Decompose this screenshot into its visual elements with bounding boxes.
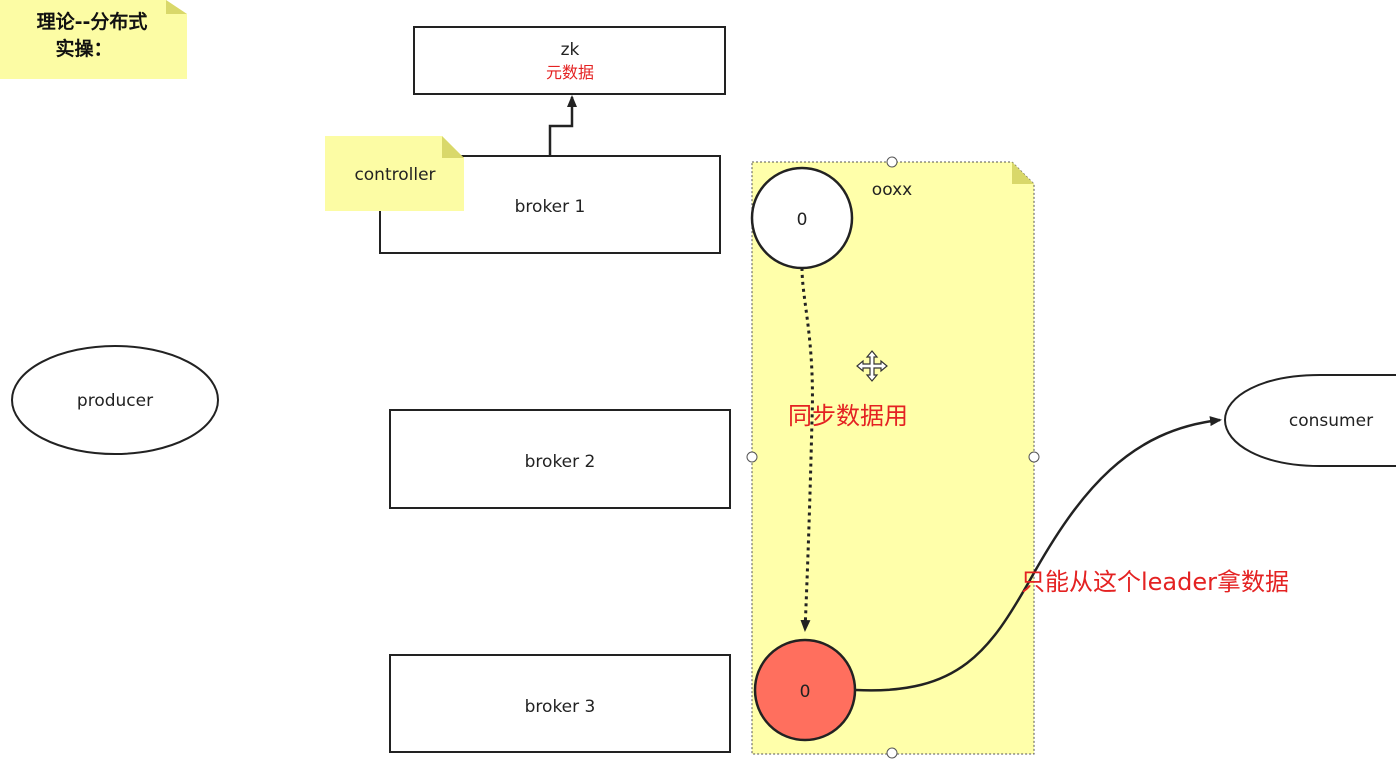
leader-to-consumer-arrow[interactable] — [855, 416, 1222, 692]
controller-note-body — [325, 136, 464, 211]
partition-leader[interactable]: 0 — [753, 638, 857, 742]
zk-box[interactable]: zk 元数据 — [413, 26, 726, 95]
move-cursor-icon — [856, 350, 888, 382]
title-note[interactable]: 理论--分布式 实操： — [0, 0, 187, 79]
zk-label: zk — [561, 40, 580, 60]
topic-note-label: ooxx — [872, 180, 912, 200]
broker-3-label: broker 3 — [525, 697, 596, 717]
consumer-node[interactable]: consumer — [1223, 374, 1396, 467]
title-note-line1: 理论--分布式 — [37, 10, 148, 33]
selection-handle-right[interactable] — [1028, 451, 1040, 463]
consumer-label: consumer — [1289, 411, 1373, 431]
partition-leader-circle — [753, 638, 857, 742]
producer-ellipse — [11, 345, 219, 455]
controller-label: controller — [354, 165, 435, 185]
title-note-fold — [166, 0, 187, 14]
title-note-line2: 实操： — [55, 37, 112, 60]
leader-only-annotation: 只能从这个leader拿数据 — [1021, 568, 1289, 596]
broker-2-rect — [389, 409, 731, 509]
producer-label: producer — [77, 391, 153, 411]
partition-leader-label: 0 — [800, 682, 811, 702]
controller-note[interactable]: controller — [325, 136, 464, 211]
topic-note-fold — [1012, 162, 1034, 184]
controller-note-fold — [442, 136, 464, 158]
consumer-ellipse — [1223, 374, 1396, 467]
selection-handle-top[interactable] — [886, 156, 898, 168]
partition-follower[interactable]: 0 — [750, 166, 854, 270]
broker-1-label: broker 1 — [515, 197, 586, 217]
selection-handle-left[interactable] — [746, 451, 758, 463]
topic-note[interactable]: ooxx — [751, 161, 1035, 755]
zk-box-rect — [413, 26, 726, 95]
producer-node[interactable]: producer — [11, 345, 219, 455]
broker-3-rect — [389, 654, 731, 753]
broker1-to-zk-connector[interactable] — [548, 95, 577, 156]
broker-3-box[interactable]: broker 3 — [389, 654, 731, 753]
broker-2-label: broker 2 — [525, 452, 596, 472]
sync-annotation: 同步数据用 — [788, 402, 908, 430]
partition-follower-circle — [750, 166, 854, 270]
broker-2-box[interactable]: broker 2 — [389, 409, 731, 509]
topic-note-body — [751, 161, 1035, 755]
title-note-body — [0, 0, 187, 79]
selection-handle-bottom[interactable] — [886, 747, 898, 759]
sync-arrow[interactable] — [800, 267, 814, 632]
partition-follower-label: 0 — [797, 210, 808, 230]
zk-sublabel: 元数据 — [546, 63, 594, 82]
